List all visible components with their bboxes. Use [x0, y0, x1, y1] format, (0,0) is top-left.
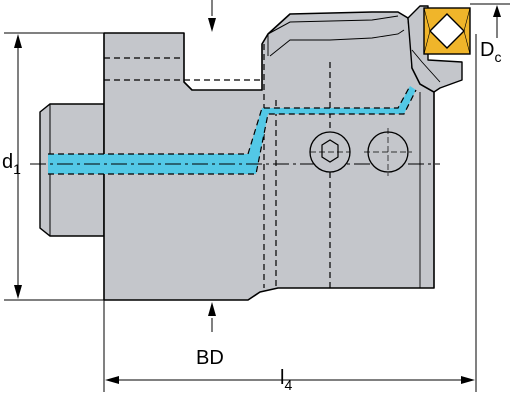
dimension-bd — [208, 0, 216, 332]
screw-hole — [364, 128, 412, 176]
cutting-insert — [423, 7, 471, 55]
dimension-d1 — [4, 32, 104, 301]
label-bd: BD — [196, 347, 224, 369]
label-l4: l4 — [280, 367, 292, 393]
label-d1: d1 — [2, 151, 21, 177]
dimension-l4 — [103, 34, 477, 392]
head-slope-line — [269, 29, 405, 57]
clamp-seat — [407, 5, 463, 93]
dimension-dc — [470, 3, 510, 38]
hex-socket-screw — [309, 131, 351, 173]
hidden-lines — [104, 44, 331, 288]
top-pocket-shading — [267, 15, 399, 35]
clamp-inner-line — [411, 49, 441, 83]
label-dc: Dc — [480, 39, 501, 65]
coolant-channel — [48, 85, 417, 175]
